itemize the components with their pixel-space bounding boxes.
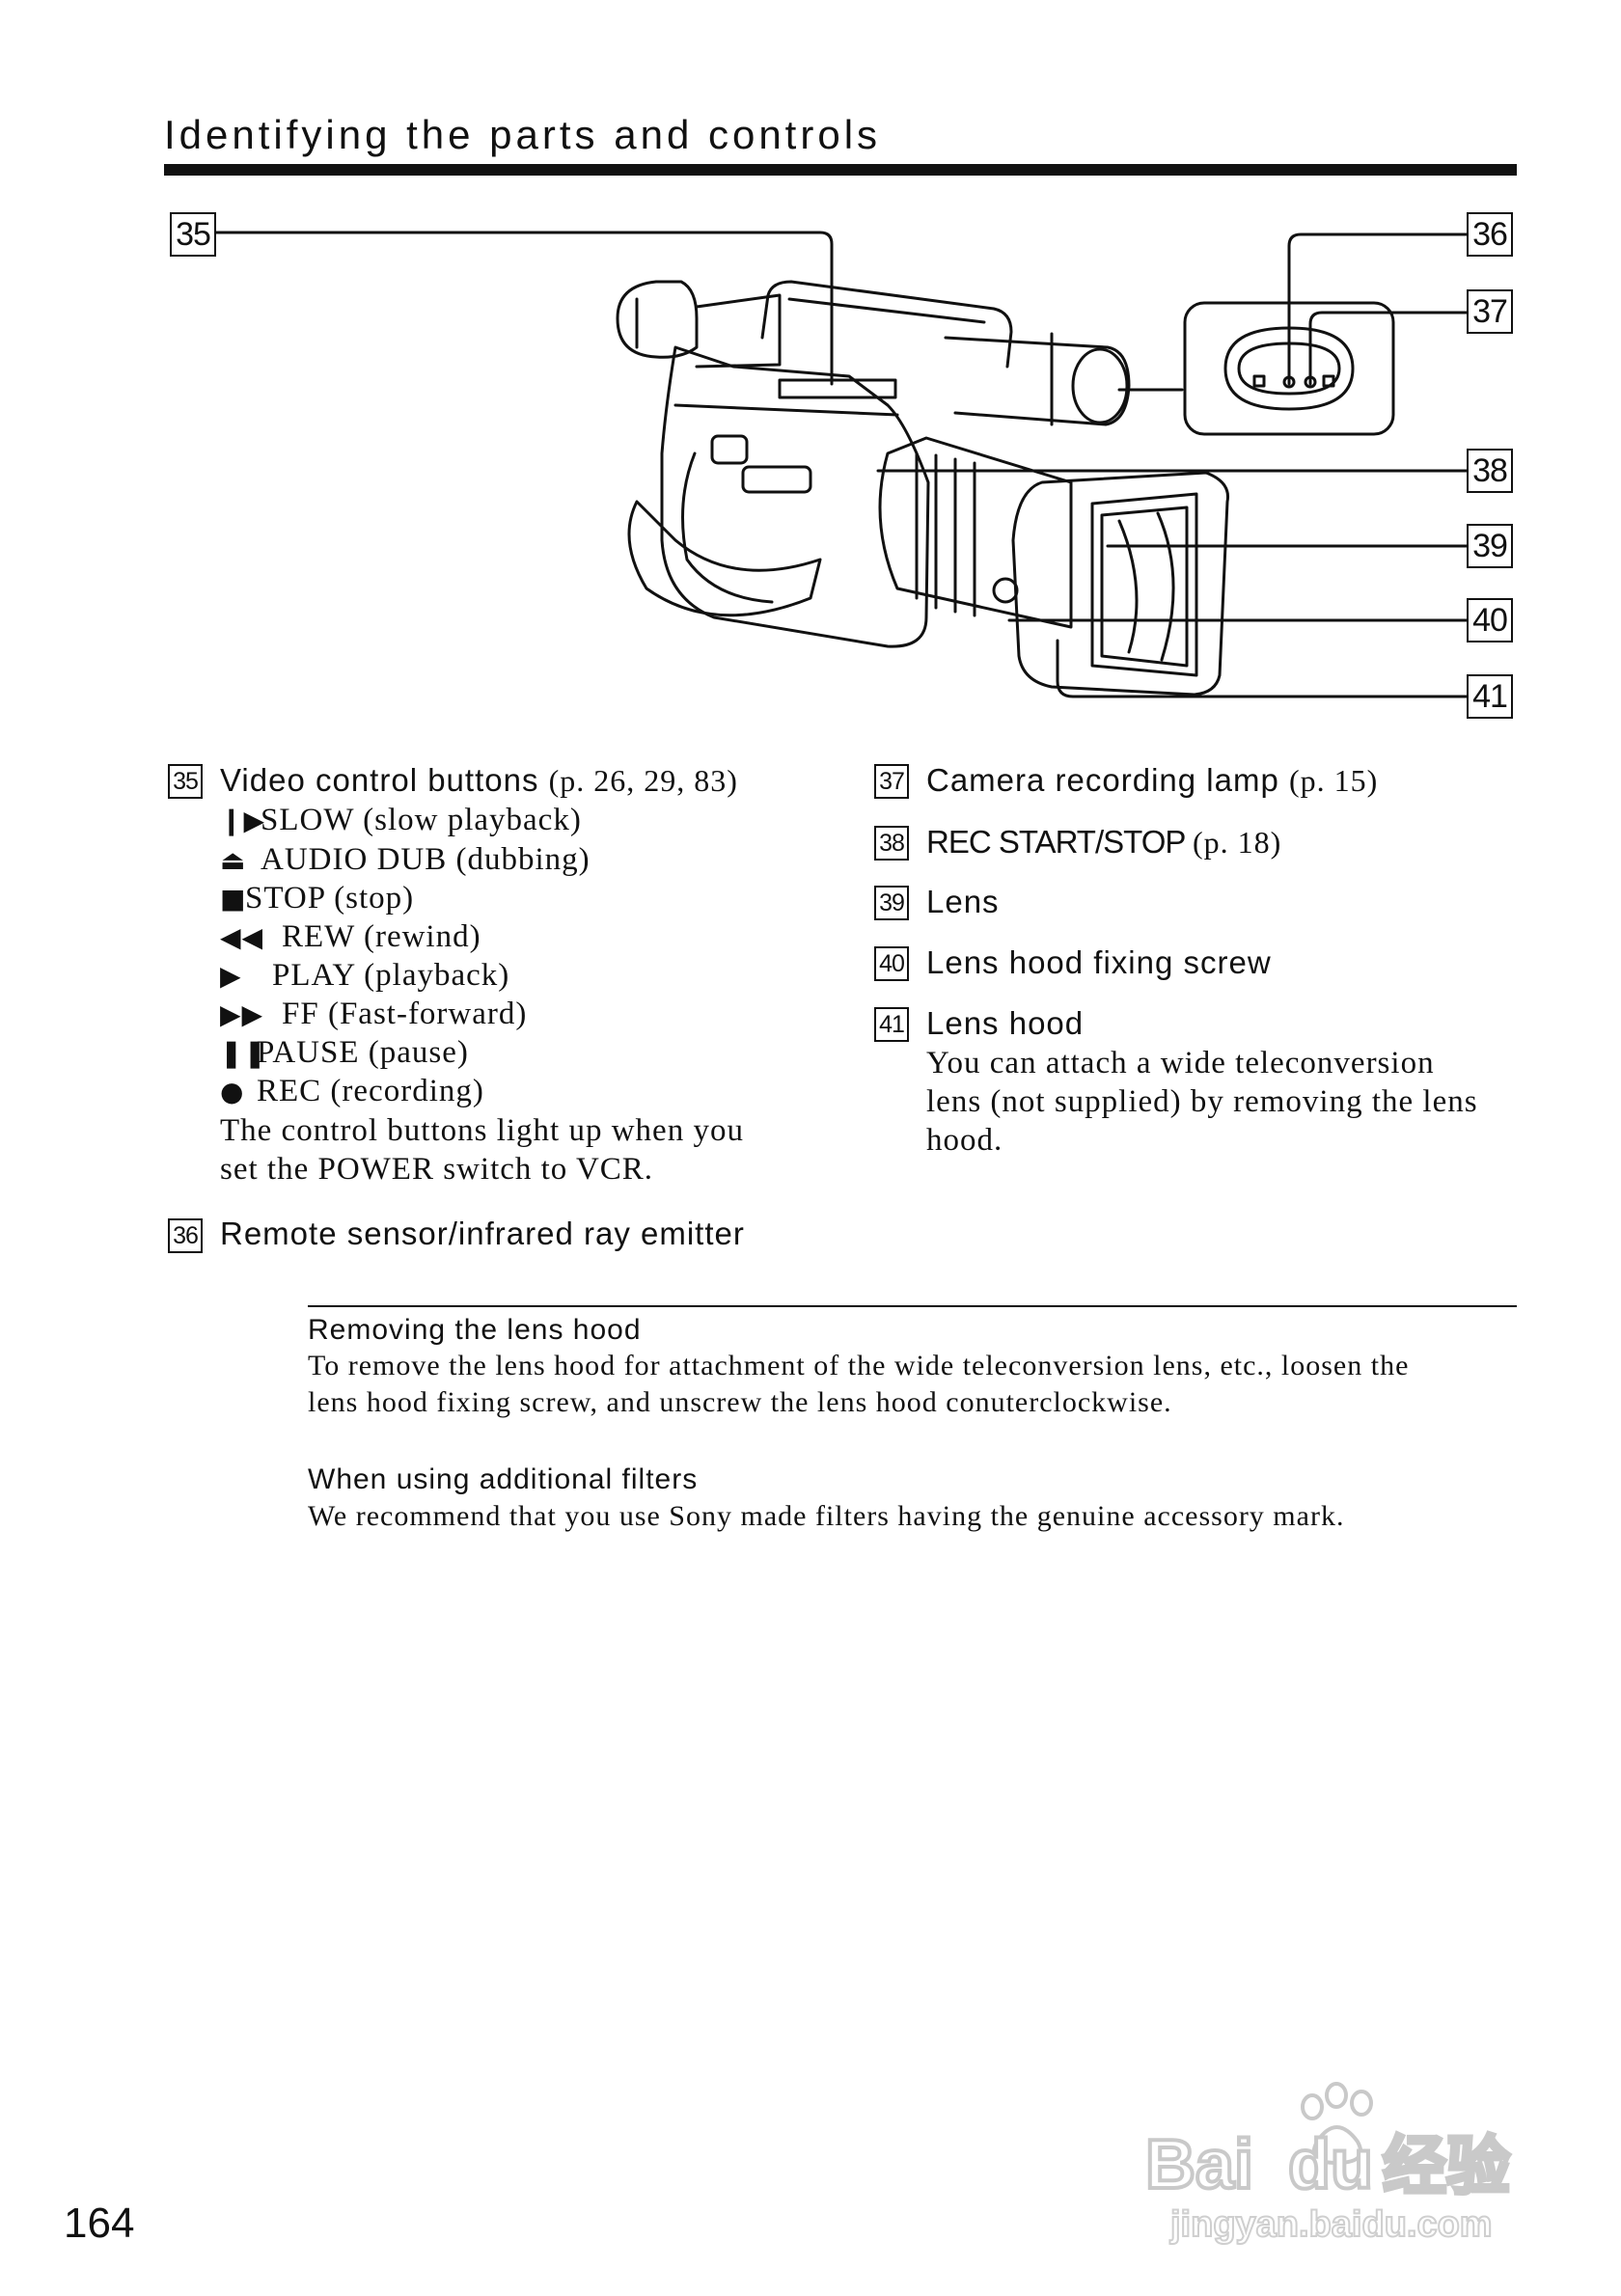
note-removing-body-line-1: To remove the lens hood for attachment o… [308, 1350, 1410, 1381]
control-pause-text: PAUSE (pause) [257, 1035, 469, 1070]
item-37-page-ref: (p. 15) [1288, 763, 1379, 798]
control-play-text: PLAY (playback) [272, 958, 510, 993]
slow-icon: ❙▶ [220, 805, 265, 836]
audio-dub-icon: ⏏ [220, 844, 247, 876]
item-35-label: Video control buttons [220, 762, 539, 798]
baidu-jingyan-watermark: Bai du 经验 jingyan.baidu.com [1143, 2082, 1512, 2246]
notes-rule [308, 1305, 1517, 1307]
record-icon: ● [220, 1076, 245, 1107]
callout-40: 40 [1467, 598, 1513, 642]
play-icon: ▶ [220, 960, 242, 992]
callout-39: 39 [1467, 524, 1513, 568]
control-fast-forward: ▶▶ FF (Fast-forward) [220, 997, 527, 1032]
control-rewind: ◀◀ REW (rewind) [220, 919, 481, 955]
item-37-label: Camera recording lamp [926, 762, 1279, 798]
paw-icon [1301, 2082, 1373, 2166]
control-audio-dub: ⏏ AUDIO DUB (dubbing) [220, 842, 591, 878]
item-37-heading: Camera recording lamp (p. 15) [926, 762, 1378, 799]
item-35-description-line-2: set the POWER switch to VCR. [220, 1152, 654, 1187]
item-41-description-line-2: lens (not supplied) by removing the lens [926, 1084, 1478, 1119]
control-stop: ■STOP (stop) [220, 881, 414, 916]
fast-forward-icon: ▶▶ [220, 998, 264, 1030]
item-36-label: Remote sensor/infrared ray emitter [220, 1216, 745, 1251]
header-rule [164, 164, 1517, 176]
leader-line-41 [1056, 639, 1469, 698]
pause-icon: ❚❚ [220, 1037, 267, 1069]
note-removing-title: Removing the lens hood [308, 1314, 642, 1346]
callout-35: 35 [170, 212, 216, 257]
control-stop-text: STOP (stop) [245, 881, 415, 916]
control-slow: ❙▶SLOW (slow playback) [220, 803, 582, 838]
control-fast-forward-text: FF (Fast-forward) [282, 997, 528, 1031]
callout-37: 37 [1467, 289, 1513, 334]
item-35-heading: Video control buttons (p. 26, 29, 83) [220, 762, 738, 799]
leader-line-37 [1308, 311, 1469, 386]
item-number-36: 36 [168, 1218, 203, 1253]
note-filters-title: When using additional filters [308, 1463, 699, 1495]
item-number-35: 35 [168, 764, 203, 799]
watermark-du: du [1288, 2126, 1373, 2203]
leader-line-35 [214, 231, 834, 386]
callout-41: 41 [1467, 674, 1513, 719]
stop-icon: ■ [220, 883, 247, 915]
page-header-title: Identifying the parts and controls [164, 112, 882, 157]
rewind-icon: ◀◀ [220, 921, 264, 953]
item-number-40: 40 [874, 946, 909, 981]
page-number: 164 [64, 2200, 135, 2247]
control-rewind-text: REW (rewind) [282, 919, 481, 954]
item-35-description-line-1: The control buttons light up when you [220, 1113, 744, 1148]
callout-36: 36 [1467, 212, 1513, 257]
watermark-jingyan: 经验 [1383, 2129, 1510, 2203]
note-removing-body-line-2: lens hood fixing screw, and unscrew the … [308, 1386, 1172, 1418]
control-record-text: REC (recording) [257, 1074, 484, 1108]
item-38-label: REC START/STOP [926, 824, 1186, 860]
watermark-url: jingyan.baidu.com [1169, 2204, 1493, 2245]
control-slow-text: SLOW (slow playback) [261, 803, 582, 837]
control-record: ● REC (recording) [220, 1074, 484, 1109]
control-audio-dub-text: AUDIO DUB (dubbing) [261, 842, 591, 877]
leader-line-36 [1287, 232, 1469, 386]
control-pause: ❚❚PAUSE (pause) [220, 1035, 469, 1071]
item-41-description-line-1: You can attach a wide teleconversion [926, 1046, 1435, 1080]
item-number-41: 41 [874, 1007, 909, 1042]
item-35-page-ref: (p. 26, 29, 83) [548, 763, 738, 798]
item-number-38: 38 [874, 826, 909, 861]
item-39-label: Lens [926, 884, 1000, 919]
item-number-37: 37 [874, 764, 909, 799]
sensor-detail-inset [1183, 301, 1395, 436]
callout-38: 38 [1467, 449, 1513, 493]
item-38-page-ref: (p. 18) [1192, 825, 1282, 860]
item-41-description-line-3: hood. [926, 1123, 1003, 1158]
item-number-39: 39 [874, 886, 909, 920]
control-play: ▶ PLAY (playback) [220, 958, 509, 994]
item-40-label: Lens hood fixing screw [926, 944, 1272, 980]
item-38-heading: REC START/STOP (p. 18) [926, 824, 1281, 861]
camcorder-illustration [214, 231, 1469, 698]
item-41-label: Lens hood [926, 1005, 1085, 1041]
watermark-bai: Bai [1145, 2126, 1253, 2203]
note-filters-body: We recommend that you use Sony made filt… [308, 1500, 1345, 1532]
